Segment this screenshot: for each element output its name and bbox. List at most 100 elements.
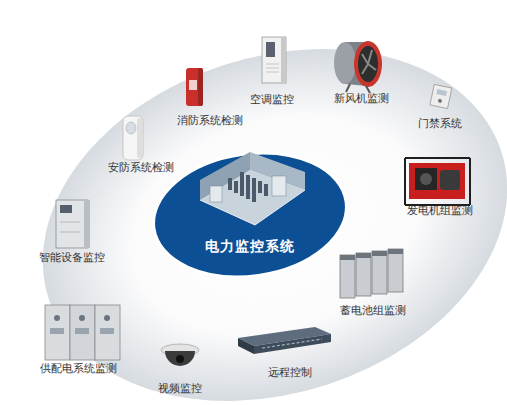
access-panel-icon [430,84,452,108]
device-label: 发电机组监测 [390,204,490,217]
device-label: 消防系统检测 [160,114,260,127]
generator-icon-part [415,168,437,190]
generator-icon-part [420,173,432,185]
security-sensor-icon-part [126,122,136,134]
control-room-part-part [234,181,238,193]
distribution-cabinet-icon-part [95,305,120,360]
device-caption: 视频监控 [130,382,230,398]
control-room-part [250,152,305,190]
fan-icon-part [354,41,382,87]
switch-icon [238,327,331,354]
distribution-cabinet-icon-part [45,305,70,360]
device-label: 视频监控 [130,382,230,395]
fire-alarm-icon-part [198,68,203,106]
battery-bank-icon-part [356,253,371,296]
device-caption: 供配电系统监测 [28,362,128,378]
battery-bank-icon-part [356,253,371,258]
control-room [200,152,305,225]
access-panel-icon-part [436,89,447,96]
device-caption: 蓄电池组监测 [323,304,423,320]
distribution-cabinet-icon-part [79,315,85,321]
device-cabinet-icon-part [60,232,80,233]
fan-icon-part [366,86,370,93]
hub-ellipse: 电力监控系统 [150,150,350,280]
distribution-cabinet-icon-part [54,315,60,321]
switch-icon-part [238,327,331,346]
distribution-cabinet-icon-part [100,328,114,334]
air-conditioner-icon [262,37,286,83]
fire-alarm-icon [186,68,203,106]
distribution-cabinet-icon-part [104,315,110,321]
air-conditioner-icon-part [262,37,286,83]
device-label: 空调监控 [222,93,322,106]
generator-icon [405,158,470,205]
generator-icon-part [440,170,460,190]
fan-icon-part [334,42,356,84]
control-room-part [200,170,305,225]
control-room-part [272,176,286,196]
battery-bank-icon-part [388,249,403,292]
air-conditioner-icon-part [281,37,286,83]
fan-icon-part [362,50,376,74]
control-room-part-part [258,181,262,193]
control-room-part [210,186,222,202]
device-caption: 消防系统检测 [160,114,260,130]
air-conditioner-icon-part [266,68,279,69]
distribution-cabinet-icon [45,305,120,360]
battery-bank-icon-part [340,255,355,260]
access-panel-icon-part [430,84,452,108]
device-label: 蓄电池组监测 [323,304,423,317]
control-room-part-part [240,184,244,196]
battery-bank-icon-part [372,251,387,256]
hub-shape [150,150,350,280]
control-room-part-part [246,175,250,187]
control-room-part [200,152,250,200]
device-caption: 新风机监测 [311,92,411,108]
switch-icon-part [262,339,322,348]
air-conditioner-icon-part [266,72,279,73]
fan-icon-part [358,46,378,82]
fan-icon [334,41,382,93]
device-cabinet-icon [56,200,90,248]
camera-icon-part [161,344,199,356]
hub-outline [150,150,350,280]
control-room-part-part [246,187,250,199]
air-conditioner-icon-part [266,64,279,65]
control-room-part [228,172,268,202]
security-sensor-icon-part [123,116,143,160]
switch-icon-part [238,338,254,354]
device-label: 门禁系统 [390,117,490,130]
device-label: 安防系统检测 [91,161,191,174]
device-caption: 远程控制 [240,366,340,382]
device-cabinet-icon-part [56,200,88,248]
system-title: 电力监控系统 [205,238,295,254]
battery-bank-icon-part [388,249,403,254]
device-label: 供配电系统监测 [28,362,128,375]
fire-alarm-icon-part [186,68,203,106]
access-panel-icon-part [438,99,443,104]
control-room-part-part [252,178,256,190]
device-caption: 门禁系统 [390,117,490,133]
control-room-part-part [228,178,232,190]
device-caption: 安防系统检测 [91,161,191,177]
control-room-part-part [264,184,268,196]
camera-icon-part [165,351,195,366]
camera-icon-part [176,355,184,363]
device-cabinet-icon-part [84,200,90,248]
fire-alarm-icon-part [189,80,197,90]
generator-icon-part [409,163,465,199]
security-sensor-icon-part [137,118,142,158]
distribution-cabinet-icon-part [70,305,95,360]
control-room-part-part [252,190,256,202]
distribution-cabinet-icon-part [50,328,64,334]
device-cabinet-icon-part [60,205,72,213]
device-caption: 智能设备监控 [22,251,122,267]
control-room-part-part [240,172,244,184]
device-label: 新风机监测 [311,92,411,105]
device-label: 远程控制 [240,366,340,379]
device-label: 智能设备监控 [22,251,122,264]
distribution-cabinet-icon-part [75,328,89,334]
